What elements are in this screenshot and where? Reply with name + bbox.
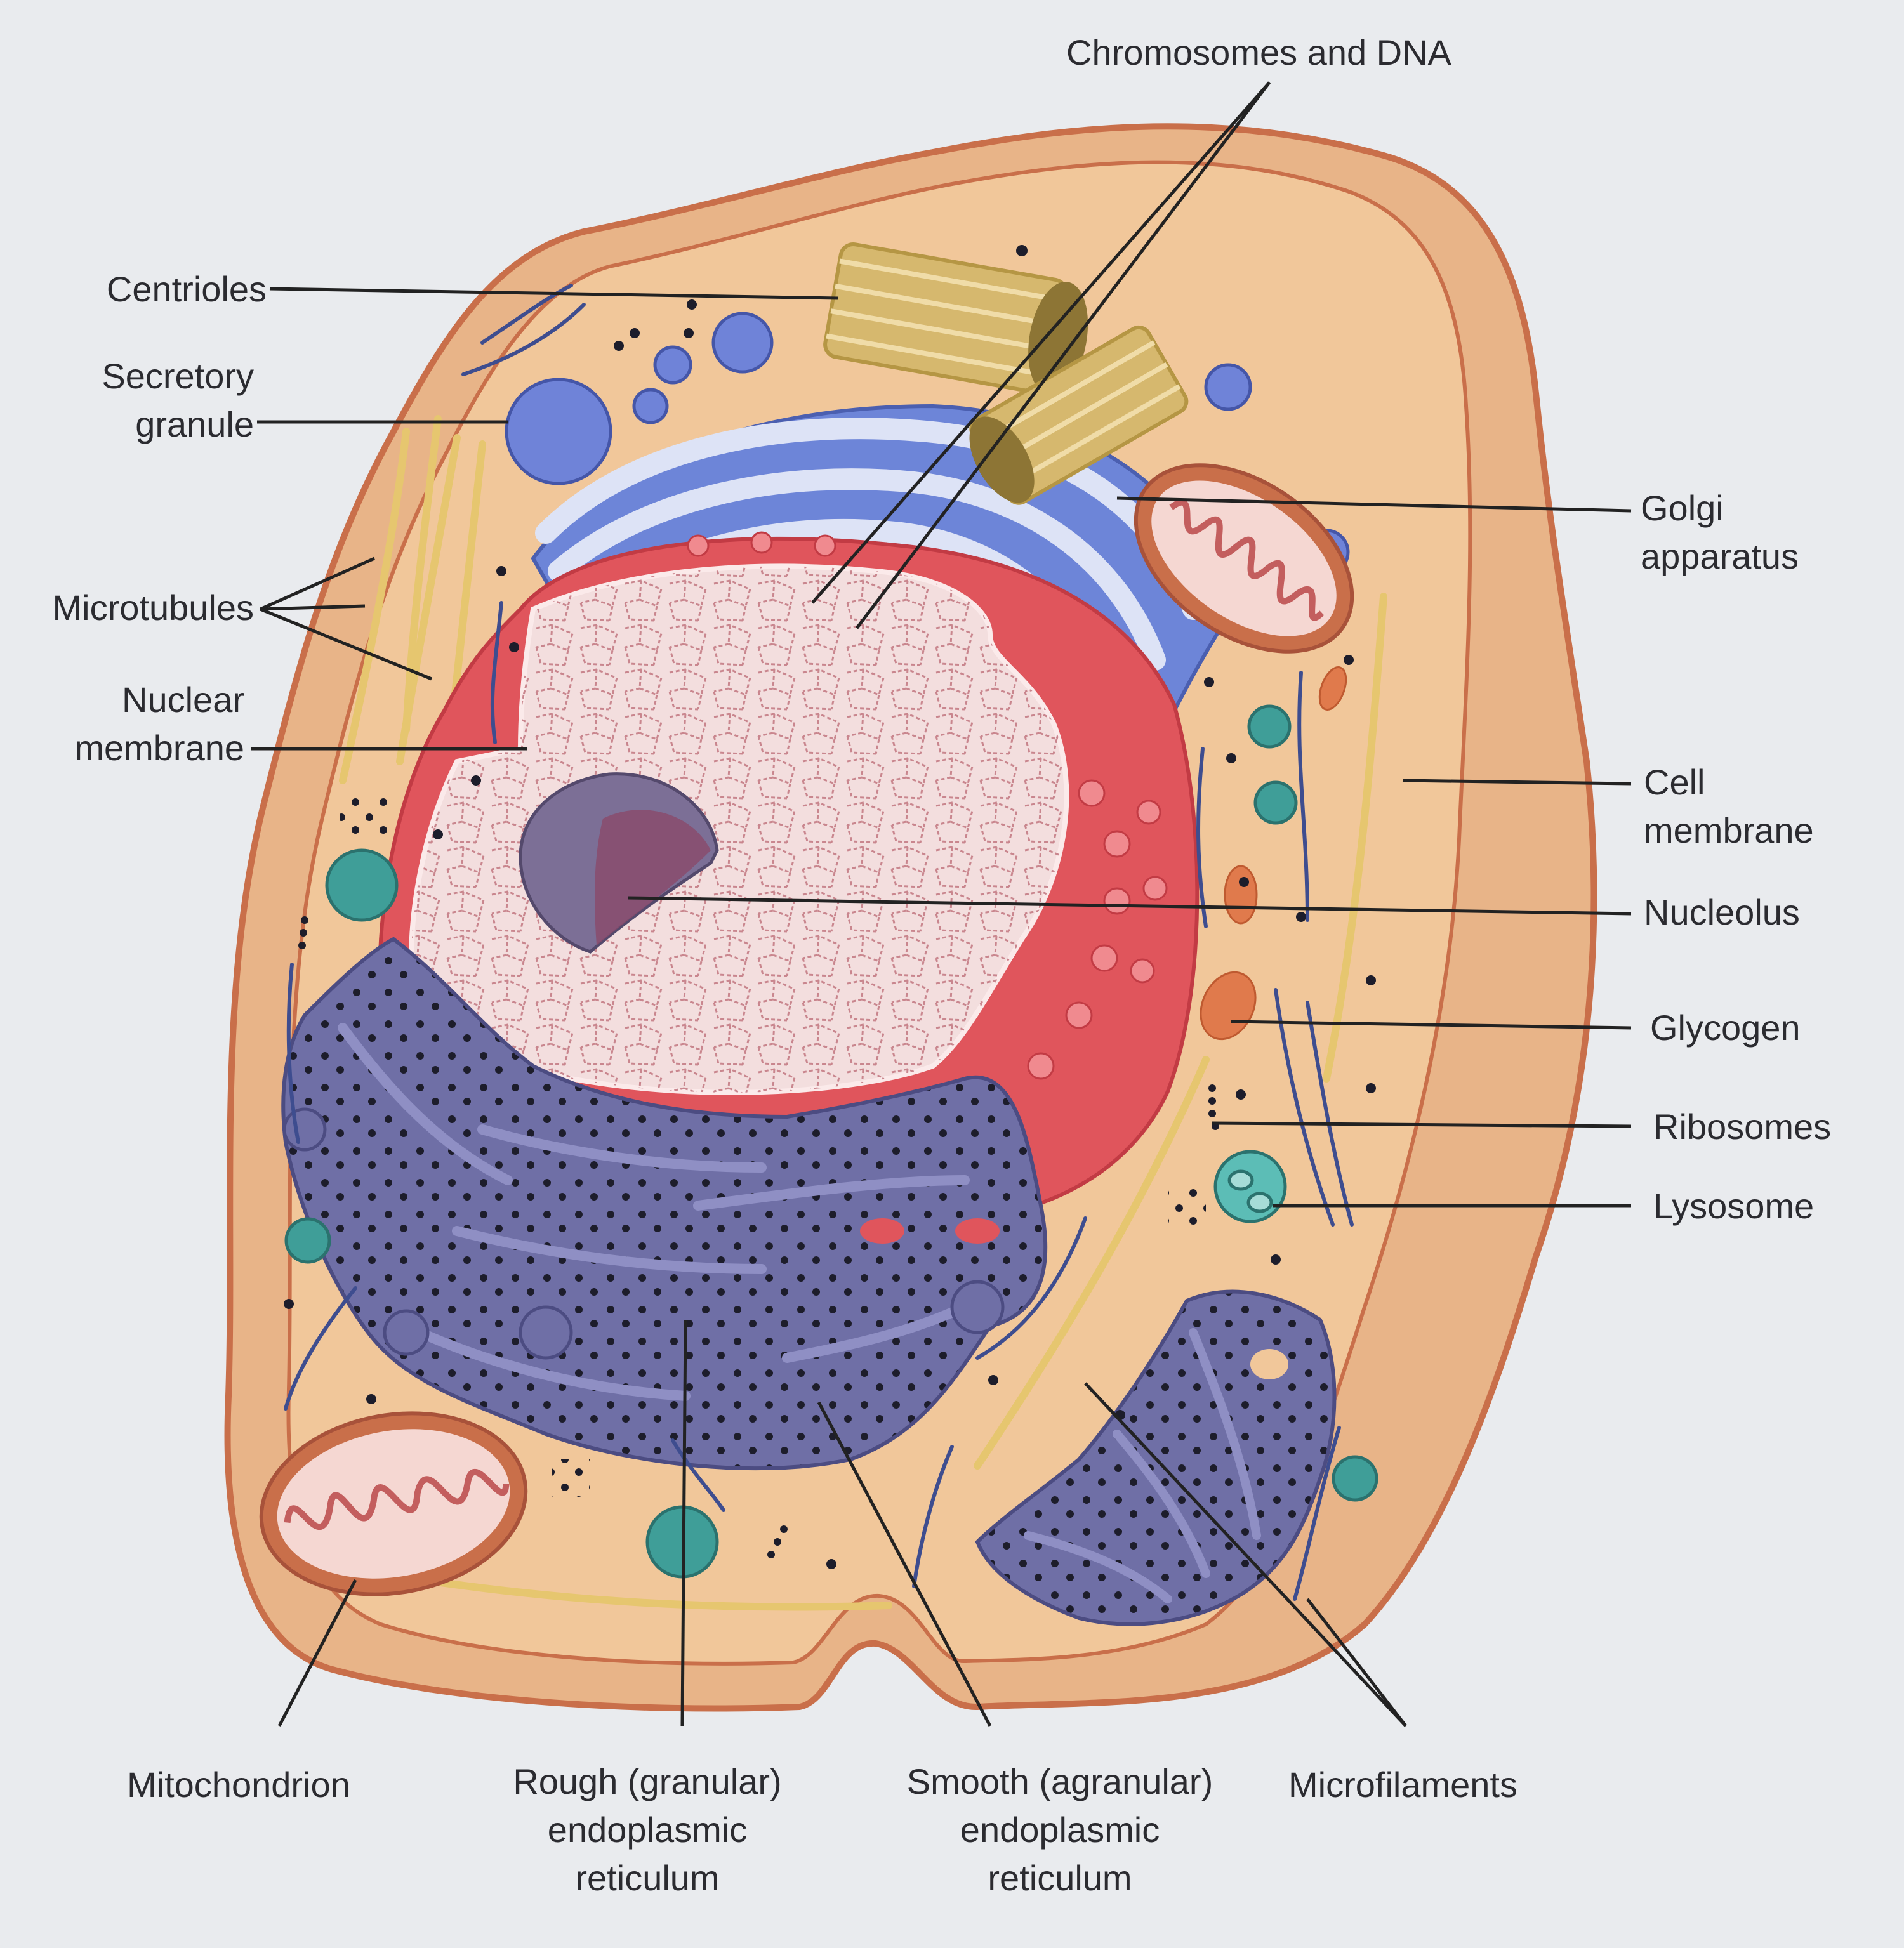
label-ribosomes: Ribosomes <box>1653 1107 1832 1147</box>
leader-microtubules-2 <box>260 604 366 611</box>
label-centrioles: Centrioles <box>106 269 267 309</box>
label-glycogen: Glycogen <box>1650 1008 1801 1048</box>
label-chromosomes: Chromosomes and DNA <box>1066 32 1451 72</box>
leader-glycogen <box>1231 1020 1632 1030</box>
label-nucleolus: Nucleolus <box>1644 892 1800 932</box>
label-nuclear-membrane: Nuclear membrane <box>25 676 244 772</box>
nuclear-pores <box>687 531 1168 1080</box>
leader-golgi <box>1116 496 1632 513</box>
label-rough-er: Rough (granular) endoplasmic reticulum <box>470 1758 825 1902</box>
rough-endoplasmic-reticulum <box>281 937 1048 1471</box>
microfilaments <box>284 284 1354 1601</box>
label-cell-membrane: Cell membrane <box>1644 758 1814 855</box>
label-cell-membrane-line2: membrane <box>1644 810 1814 850</box>
label-microtubules: Microtubules <box>52 588 254 628</box>
leader-chromosomes-2 <box>856 81 1271 629</box>
centrioles <box>823 242 1189 505</box>
label-smooth-er-line2: endoplasmic <box>960 1810 1160 1850</box>
label-cell-membrane-line1: Cell <box>1644 762 1705 802</box>
label-rough-er-line1: Rough (granular) <box>513 1761 782 1801</box>
microtubules <box>339 415 1387 1611</box>
leader-microfilaments-1 <box>1084 1382 1407 1727</box>
label-microfilaments: Microfilaments <box>1288 1765 1517 1805</box>
leader-mitochondrion <box>277 1579 357 1727</box>
leader-centrioles <box>269 287 838 300</box>
leader-microtubules-1 <box>259 556 376 611</box>
nucleus <box>378 531 1200 1221</box>
leader-chromosomes <box>811 81 1271 604</box>
label-secretory-granule: Secretory granule <box>25 352 254 449</box>
label-golgi-line2: apparatus <box>1641 536 1799 576</box>
label-golgi-apparatus: Golgi apparatus <box>1641 484 1799 581</box>
label-secretory-line2: granule <box>135 404 254 444</box>
label-nuclear-line2: membrane <box>74 728 244 768</box>
label-golgi-line1: Golgi <box>1641 488 1724 528</box>
leader-cell-membrane <box>1402 779 1632 786</box>
leader-microfilaments-2 <box>1306 1598 1407 1727</box>
label-nuclear-line1: Nuclear <box>122 680 244 720</box>
leader-rough-er <box>680 1319 687 1727</box>
label-smooth-er-line3: reticulum <box>988 1858 1132 1898</box>
leader-nucleolus <box>628 896 1632 916</box>
leader-ribosomes <box>1212 1121 1632 1128</box>
label-secretory-line1: Secretory <box>102 356 254 396</box>
label-mitochondrion: Mitochondrion <box>127 1765 350 1805</box>
label-lysosome: Lysosome <box>1653 1186 1815 1226</box>
label-rough-er-line2: endoplasmic <box>547 1810 748 1850</box>
ribosomes <box>284 245 1376 1569</box>
label-smooth-er: Smooth (agranular) endoplasmic reticulum <box>869 1758 1250 1902</box>
label-smooth-er-line1: Smooth (agranular) <box>906 1761 1213 1801</box>
label-rough-er-line3: reticulum <box>575 1858 720 1898</box>
leader-smooth-er <box>817 1401 992 1727</box>
mitochondria <box>259 463 1354 1596</box>
leader-microtubules-3 <box>260 607 432 681</box>
leader-lines <box>251 81 1632 1727</box>
